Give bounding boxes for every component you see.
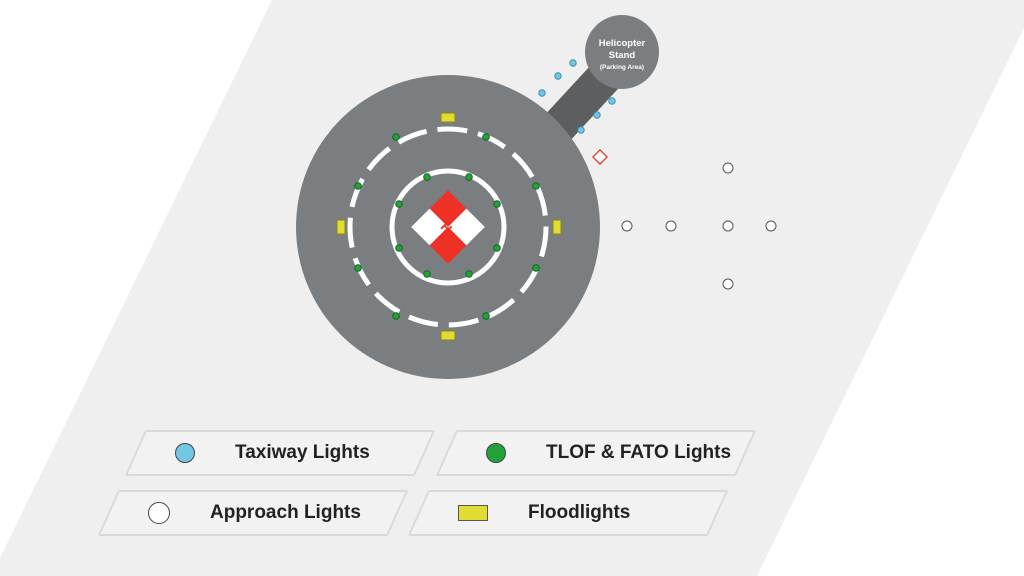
legend-item-flood: Floodlights	[407, 490, 729, 536]
floodlight	[440, 112, 456, 123]
legend-label: TLOF & FATO Lights	[546, 442, 732, 463]
legend-label: Approach Lights	[210, 502, 361, 523]
approach-light	[765, 220, 777, 232]
stand-label-line2: Stand	[609, 50, 636, 61]
taxiway-light	[554, 72, 562, 80]
tlof-light	[395, 200, 403, 208]
approach-light-icon	[148, 502, 170, 524]
fato-light	[354, 182, 362, 190]
fato-light	[482, 133, 490, 141]
fato-light	[482, 312, 490, 320]
approach-light	[621, 220, 633, 232]
legend-item-taxiway: Taxiway Lights	[124, 430, 436, 476]
floodlight	[440, 330, 456, 341]
floodlight	[336, 219, 346, 235]
floodlight	[552, 219, 562, 235]
tlof-fato-lights	[354, 133, 540, 320]
taxiway-light	[577, 126, 585, 134]
legend-item-approach: Approach Lights	[97, 490, 409, 536]
tlof-light	[465, 173, 473, 181]
tlof-light	[423, 173, 431, 181]
helicopter-stand	[585, 15, 659, 89]
legend-label: Floodlights	[528, 502, 631, 523]
taxiway-light	[593, 111, 601, 119]
taxiway-light-icon	[175, 443, 195, 463]
floodlights	[336, 112, 562, 341]
stand-label-line1: Helicopter	[599, 38, 646, 49]
stand-label-line3: (Parking Area)	[600, 64, 644, 71]
taxiway-light	[538, 89, 546, 97]
fato-light	[532, 264, 540, 272]
taxiway-lights	[538, 59, 616, 134]
tlof-light	[493, 200, 501, 208]
fato-light	[392, 133, 400, 141]
tlof-ring	[389, 168, 507, 286]
legend-label: Taxiway Lights	[235, 442, 370, 463]
fato-light	[354, 264, 362, 272]
fato-light	[392, 312, 400, 320]
floodlight-icon	[458, 505, 488, 521]
approach-light	[722, 220, 734, 232]
tlof-fato-light-icon	[486, 443, 506, 463]
taxiway-light	[608, 97, 616, 105]
tlof-light	[493, 244, 501, 252]
approach-light	[722, 278, 734, 290]
tlof-light	[423, 270, 431, 278]
legend-item-tlof-fato: TLOF & FATO Lights	[435, 430, 757, 476]
approach-lights	[621, 162, 777, 290]
approach-light	[665, 220, 677, 232]
marker-diamond	[592, 149, 608, 165]
tlof-light	[465, 270, 473, 278]
fato-dashed-ring	[347, 126, 549, 328]
fato-light	[532, 182, 540, 190]
approach-light	[722, 162, 734, 174]
taxiway-light	[569, 59, 577, 67]
tlof-light	[395, 244, 403, 252]
